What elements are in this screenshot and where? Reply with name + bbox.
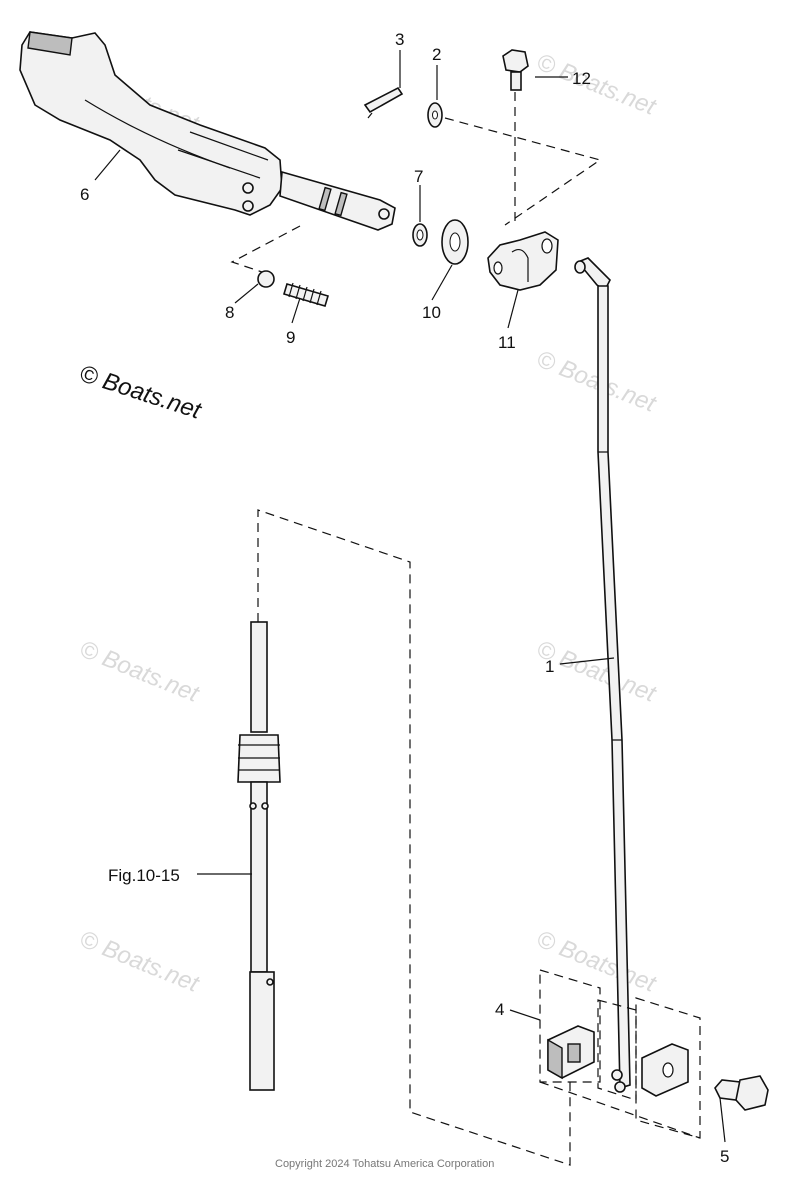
assembly-line-shaft	[257, 509, 571, 1166]
callout-2: 2	[432, 45, 441, 64]
callout-4: 4	[495, 1000, 504, 1019]
washer-7-hole	[416, 229, 424, 241]
callout-9: 9	[286, 328, 295, 347]
watermark-2: © Boats.net	[533, 49, 661, 122]
grommet-part-4[interactable]	[539, 969, 701, 1139]
callout-3: 3	[395, 30, 404, 49]
washer-hole	[432, 110, 438, 120]
callout-11: 11	[498, 333, 516, 352]
callout-6: 6	[80, 185, 89, 204]
assembly-line-lever	[230, 225, 301, 273]
watermarks: © Boats.net © Boats.net © Boats.net © Bo…	[76, 49, 661, 999]
spring-part-9[interactable]	[283, 282, 329, 307]
callout-5: 5	[720, 1147, 729, 1166]
callout-12: 12	[572, 69, 591, 88]
figure-reference[interactable]: Fig.10-15	[108, 866, 180, 885]
callout-8: 8	[225, 303, 234, 322]
assembly-line-washer	[444, 117, 602, 226]
shift-rod-part-1[interactable]	[574, 257, 631, 1093]
joint-bracket-part-11[interactable]	[487, 231, 559, 291]
bolt-part-12[interactable]	[502, 49, 529, 91]
callout-10: 10	[422, 303, 441, 322]
leader-lines	[94, 50, 726, 1143]
washer-10-hole	[449, 232, 461, 252]
watermark-4: © Boats.net	[76, 636, 204, 709]
ball-part-8[interactable]	[257, 270, 275, 288]
callouts: 6 3 2 12 7 8 9 10 11 1 4 5 Fig.10-15	[80, 30, 729, 1166]
copyright: Copyright 2024 Tohatsu America Corporati…	[275, 1158, 494, 1170]
bolt-part-5[interactable]	[714, 1075, 769, 1111]
shift-lever-part-6[interactable]	[19, 31, 396, 231]
callout-7: 7	[414, 167, 423, 186]
brand-mark: © Boats.net	[76, 360, 205, 425]
watermark-7: © Boats.net	[533, 926, 661, 999]
shift-shaft-reference	[237, 621, 281, 1091]
watermark-3: © Boats.net	[533, 346, 661, 419]
cotter-pin-part-3[interactable]	[363, 86, 404, 119]
watermark-6: © Boats.net	[76, 926, 204, 999]
callout-1: 1	[545, 657, 554, 676]
